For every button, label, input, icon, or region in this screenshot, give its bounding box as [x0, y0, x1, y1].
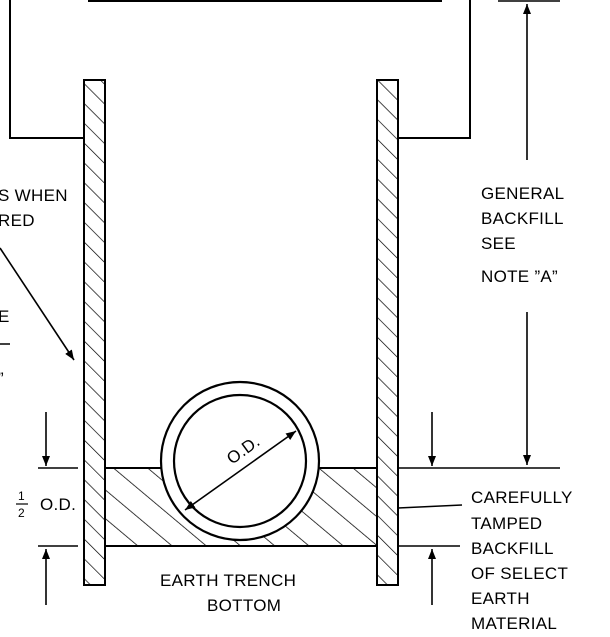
- svg-text:EARTH TRENCH: EARTH TRENCH: [160, 571, 296, 590]
- tamped-backfill-note: CAREFULLY TAMPED BACKFILL OF SELECT EART…: [471, 488, 573, 633]
- sheeting-leader: [0, 247, 75, 361]
- svg-text:SEE: SEE: [481, 234, 516, 253]
- trench-bottom-label: EARTH TRENCH BOTTOM: [160, 571, 296, 615]
- half-od-label: 1 2 O.D.: [16, 489, 76, 520]
- general-backfill-note: GENERAL BACKFILL SEE NOTE ”A”: [481, 184, 564, 286]
- excavation-outline: [9, 0, 471, 139]
- right-sheeting-wall: [376, 79, 399, 586]
- svg-text:CAREFULLY: CAREFULLY: [471, 488, 573, 507]
- half-od-dimension: [38, 412, 78, 605]
- sheeting-note-line1: S WHEN: [0, 186, 68, 205]
- sheeting-note-line2: RED: [0, 211, 35, 230]
- right-dimension-lines: [398, 0, 560, 605]
- svg-text:GENERAL: GENERAL: [481, 184, 564, 203]
- svg-text:2: 2: [18, 506, 25, 520]
- left-note-fragment-1: E: [0, 307, 10, 326]
- left-sheeting-wall: [83, 79, 106, 586]
- svg-text:O.D.: O.D.: [40, 495, 76, 514]
- svg-text:BACKFILL: BACKFILL: [471, 539, 554, 558]
- svg-text:EARTH: EARTH: [471, 589, 530, 608]
- svg-text:MATERIAL: MATERIAL: [471, 614, 557, 633]
- pipe-od-dimension: [184, 430, 297, 511]
- left-note-fragment-2: ”: [0, 369, 4, 388]
- tamped-backfill-leader: [397, 504, 463, 509]
- svg-text:OF SELECT: OF SELECT: [471, 564, 568, 583]
- svg-text:BOTTOM: BOTTOM: [207, 596, 281, 615]
- svg-text:TAMPED: TAMPED: [471, 514, 542, 533]
- svg-text:1: 1: [18, 489, 25, 503]
- svg-text:BACKFILL: BACKFILL: [481, 209, 564, 228]
- svg-text:NOTE ”A”: NOTE ”A”: [481, 267, 558, 286]
